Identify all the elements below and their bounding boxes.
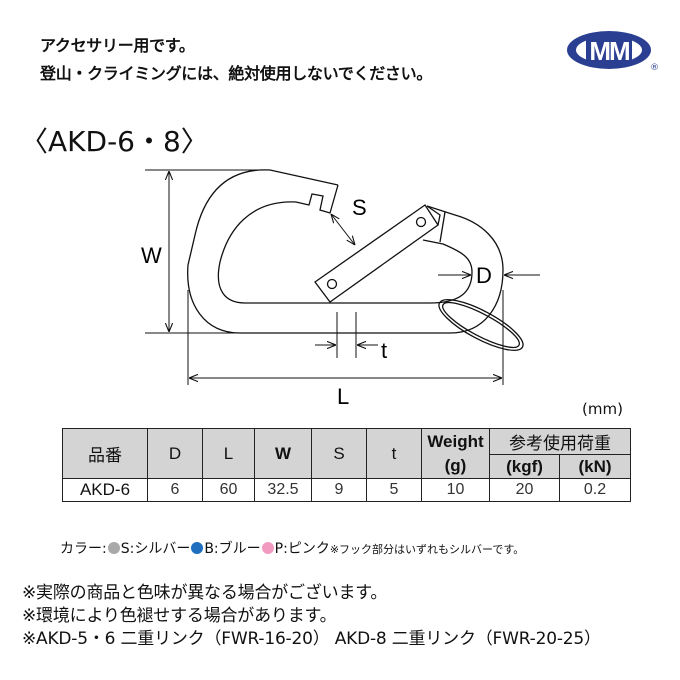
- note-split-ring: ※AKD-5・6 二重リンク（FWR-16-20） AKD-8 二重リンク（FW…: [22, 629, 601, 649]
- color-note: ※フック部分はいずれもシルバーです。: [329, 543, 525, 556]
- cell-weight: 10: [421, 478, 490, 502]
- cell-t: 5: [366, 478, 422, 502]
- color-silver: S:シルバー: [120, 541, 191, 557]
- header-t: t: [366, 428, 422, 479]
- note-fading: ※環境により色褪せする場合があります。: [22, 606, 337, 626]
- color-label: カラー:: [60, 541, 107, 557]
- color-blue: B:ブルー: [204, 541, 261, 557]
- unit-label: (mm): [582, 400, 623, 418]
- note-color-difference: ※実際の商品と色味が異なる場合がございます。: [22, 583, 388, 603]
- gate: [314, 204, 446, 303]
- header-d: D: [147, 428, 203, 479]
- table-row: AKD-6 6 60 32.5 9 5 10 20 0.2: [62, 478, 631, 502]
- cell-d: 6: [147, 478, 203, 502]
- cell-s: 9: [311, 478, 367, 502]
- model-title: 〈AKD-6・8〉: [20, 125, 209, 158]
- spec-table: 品番 D L W S t Weight 参考使用荷重 (g) (kgf) (kN…: [62, 428, 631, 502]
- logo-text: MM: [589, 36, 629, 66]
- header-product: 品番: [62, 428, 148, 479]
- dimension-s: [331, 214, 355, 245]
- carabiner-body: [187, 169, 504, 334]
- header-load: 参考使用荷重: [489, 428, 631, 455]
- header-kgf: (kgf): [489, 454, 560, 479]
- cell-w: 32.5: [254, 478, 312, 502]
- header-l: L: [202, 428, 255, 479]
- cell-l: 60: [202, 478, 255, 502]
- registered-mark: ®: [650, 63, 659, 73]
- header-s: S: [311, 428, 367, 479]
- blue-dot-icon: [191, 542, 204, 554]
- label-d: D: [476, 263, 492, 288]
- carabiner-inner: [217, 201, 473, 304]
- label-l: L: [337, 384, 349, 409]
- warning-accessory-use: アクセサリー用です。: [40, 36, 195, 55]
- cell-kgf: 20: [489, 478, 560, 502]
- header-weight-unit: (g): [421, 454, 490, 479]
- pink-dot-icon: [261, 542, 274, 554]
- silver-dot-icon: [107, 542, 120, 554]
- mm-logo: MM: [567, 31, 651, 69]
- warning-no-climbing: 登山・クライミングには、絶対使用しないでください。: [40, 64, 433, 83]
- color-pink: P:ピンク: [274, 541, 330, 557]
- header-w: W: [254, 428, 312, 479]
- label-s: S: [352, 195, 367, 220]
- split-ring: [438, 299, 524, 351]
- header-weight: Weight: [421, 428, 490, 455]
- header-kn: (kN): [559, 454, 631, 479]
- label-w: W: [141, 243, 162, 268]
- cell-kn: 0.2: [559, 478, 631, 502]
- color-options: カラー: S:シルバー B:ブルー P:ピンク※フック部分はいずれもシルバーです。: [60, 538, 524, 558]
- cell-product: AKD-6: [62, 478, 148, 502]
- label-t: t: [381, 338, 387, 363]
